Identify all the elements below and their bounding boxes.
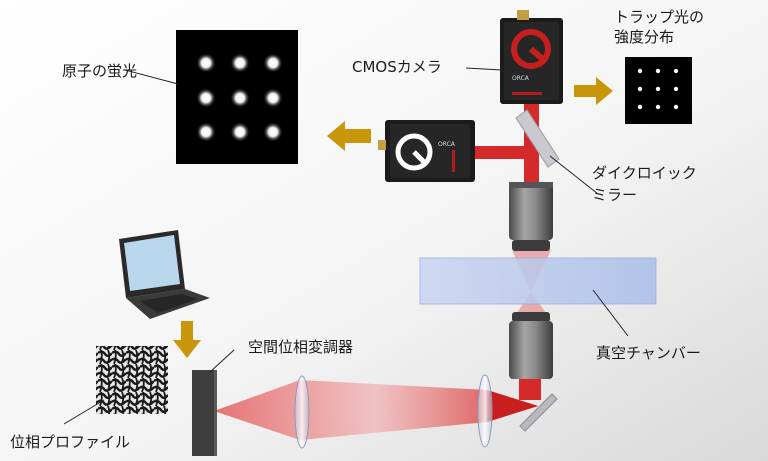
camera-brand-top: ORCA — [512, 75, 530, 82]
slm-label: 空間位相変調器 — [248, 338, 353, 356]
arrow-icon — [173, 321, 201, 358]
trap-light-label-line2: 強度分布 — [614, 28, 674, 46]
atom-fluorescence-image — [176, 30, 298, 164]
dichroic-mirror-label-line1: ダイクロイック — [592, 164, 697, 182]
vacuum-chamber — [419, 257, 657, 305]
vacuum-chamber-label: 真空チャンバー — [596, 344, 701, 362]
camera-logo — [395, 133, 433, 171]
dichroic-mirror — [515, 109, 560, 168]
leader-line — [592, 289, 629, 337]
trap-light-label-line1: トラップ光の — [614, 8, 704, 26]
leader-line — [209, 349, 235, 373]
leader-line — [63, 399, 105, 425]
phase-profile-label: 位相プロファイル — [10, 433, 130, 451]
camera-brand-side: ORCA — [438, 141, 456, 148]
leader-line — [549, 155, 599, 195]
camera-logo — [511, 29, 551, 69]
folding-mirror — [519, 393, 558, 432]
relay-lens-1 — [294, 375, 310, 449]
trap-light-intensity-image — [625, 57, 692, 124]
laptop-icon — [119, 230, 210, 319]
dichroic-mirror-label-line2: ミラー — [592, 186, 637, 204]
leader-line — [124, 69, 179, 85]
relay-lens-2 — [477, 374, 493, 448]
spatial-light-modulator — [192, 370, 217, 456]
arrow-icon — [574, 77, 613, 105]
fluorescence-spots — [196, 53, 283, 142]
cmos-camera-side: ORCA — [378, 120, 475, 182]
phase-profile-image — [96, 346, 168, 414]
cmos-camera-top: ORCA — [500, 10, 563, 104]
cmos-camera-label: CMOSカメラ — [352, 58, 442, 76]
objective-lens-lower — [509, 312, 553, 379]
atom-fluorescence-label: 原子の蛍光 — [62, 62, 137, 80]
arrow-icon — [327, 121, 371, 151]
objective-lens-upper — [509, 182, 553, 251]
leader-line — [465, 67, 503, 71]
